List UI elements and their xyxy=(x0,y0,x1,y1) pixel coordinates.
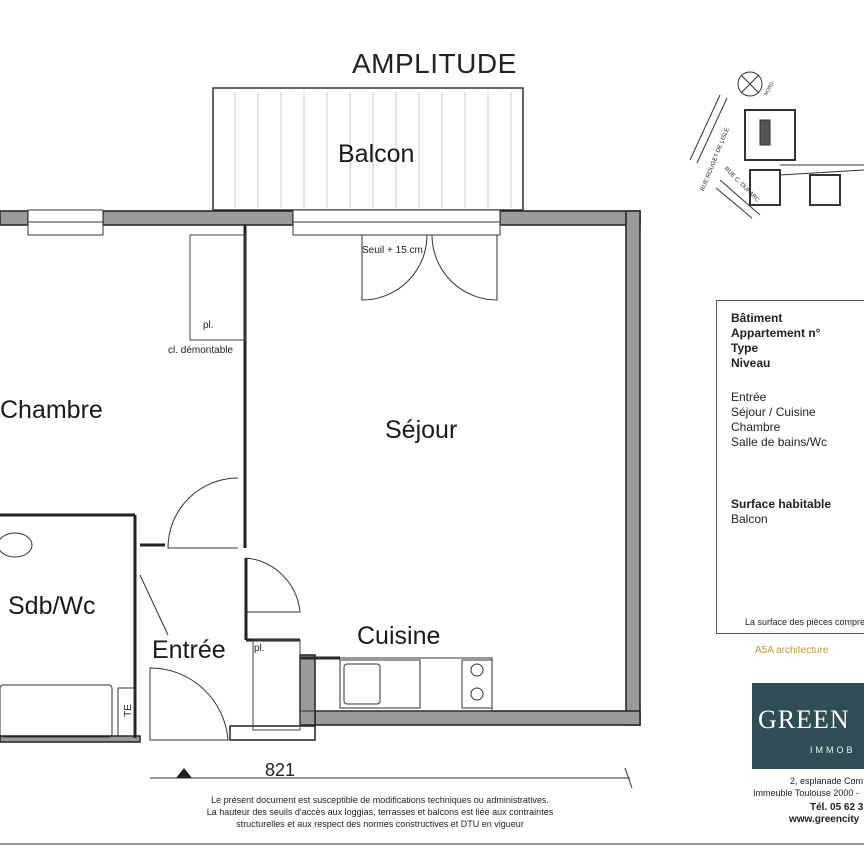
brand-address: 2, esplanade Com xyxy=(790,776,864,786)
site-plan xyxy=(689,71,864,219)
info-room: Chambre xyxy=(731,420,781,434)
sink xyxy=(339,659,421,709)
dimension-label: 821 xyxy=(265,760,296,780)
info-room: Entrée xyxy=(731,390,767,404)
room-label-cuisine: Cuisine xyxy=(357,622,441,650)
brand-logo: GREEN IMMOB xyxy=(752,683,864,769)
disclaimer: Le présent document est susceptible de m… xyxy=(195,794,565,830)
info-type: Type xyxy=(731,341,759,355)
brand-name: GREEN xyxy=(758,705,850,734)
brand-sub: IMMOB xyxy=(810,745,856,755)
room-label-chambre: Chambre xyxy=(0,396,103,424)
brand-address: Immeuble Toulouse 2000 - xyxy=(753,788,859,798)
walls xyxy=(0,210,641,743)
bottom-rule xyxy=(0,843,864,845)
door-balcony-left xyxy=(361,234,428,301)
disclaimer-line: La hauteur des seuils d'accès aux loggia… xyxy=(206,807,554,817)
info-footnote: La surface des pièces compre xyxy=(745,617,864,627)
info-room: Salle de bains/Wc xyxy=(731,435,828,449)
info-surface: Surface habitable xyxy=(731,497,832,511)
disclaimer-line: structurelles et aux respect des normes … xyxy=(236,819,524,829)
architect-logo: A5A architecture xyxy=(755,645,829,656)
entrance-arrow xyxy=(176,768,192,778)
bathtub xyxy=(0,684,113,738)
toilet xyxy=(0,532,33,558)
door-entree xyxy=(245,557,301,613)
room-label-balcon: Balcon xyxy=(338,140,415,168)
room-label-sejour: Séjour xyxy=(385,416,458,444)
apartment-info-box: Bâtiment Appartement n° Type Niveau Entr… xyxy=(716,300,864,634)
door-sdb xyxy=(139,574,169,636)
info-balcon: Balcon xyxy=(731,512,768,526)
door-front xyxy=(149,667,229,741)
door-chambre xyxy=(167,477,239,549)
info-niveau: Niveau xyxy=(731,356,771,370)
info-batiment: Bâtiment xyxy=(731,311,783,325)
room-label-sdb: Sdb/Wc xyxy=(8,592,96,620)
water-heater-label: TE xyxy=(122,704,134,717)
disclaimer-line: Le présent document est susceptible de m… xyxy=(211,795,549,805)
threshold-note: Seuil + 15 cm xyxy=(362,245,423,256)
cooktop xyxy=(461,659,493,709)
door-balcony-right xyxy=(431,234,498,301)
north-compass-icon xyxy=(737,71,763,97)
placard-label: pl. xyxy=(203,320,214,331)
removable-partition-label: cl. démontable xyxy=(168,345,234,356)
info-room: Séjour / Cuisine xyxy=(731,405,816,419)
kitchen-counter xyxy=(299,657,493,712)
info-appartement: Appartement n° xyxy=(731,326,821,340)
room-label-entree: Entrée xyxy=(152,636,226,664)
brand-phone: Tél. 05 62 3 xyxy=(810,802,864,813)
brand-website[interactable]: www.greencity xyxy=(789,814,860,825)
placard-label: pl. xyxy=(254,643,265,654)
project-title: AMPLITUDE xyxy=(352,48,517,79)
